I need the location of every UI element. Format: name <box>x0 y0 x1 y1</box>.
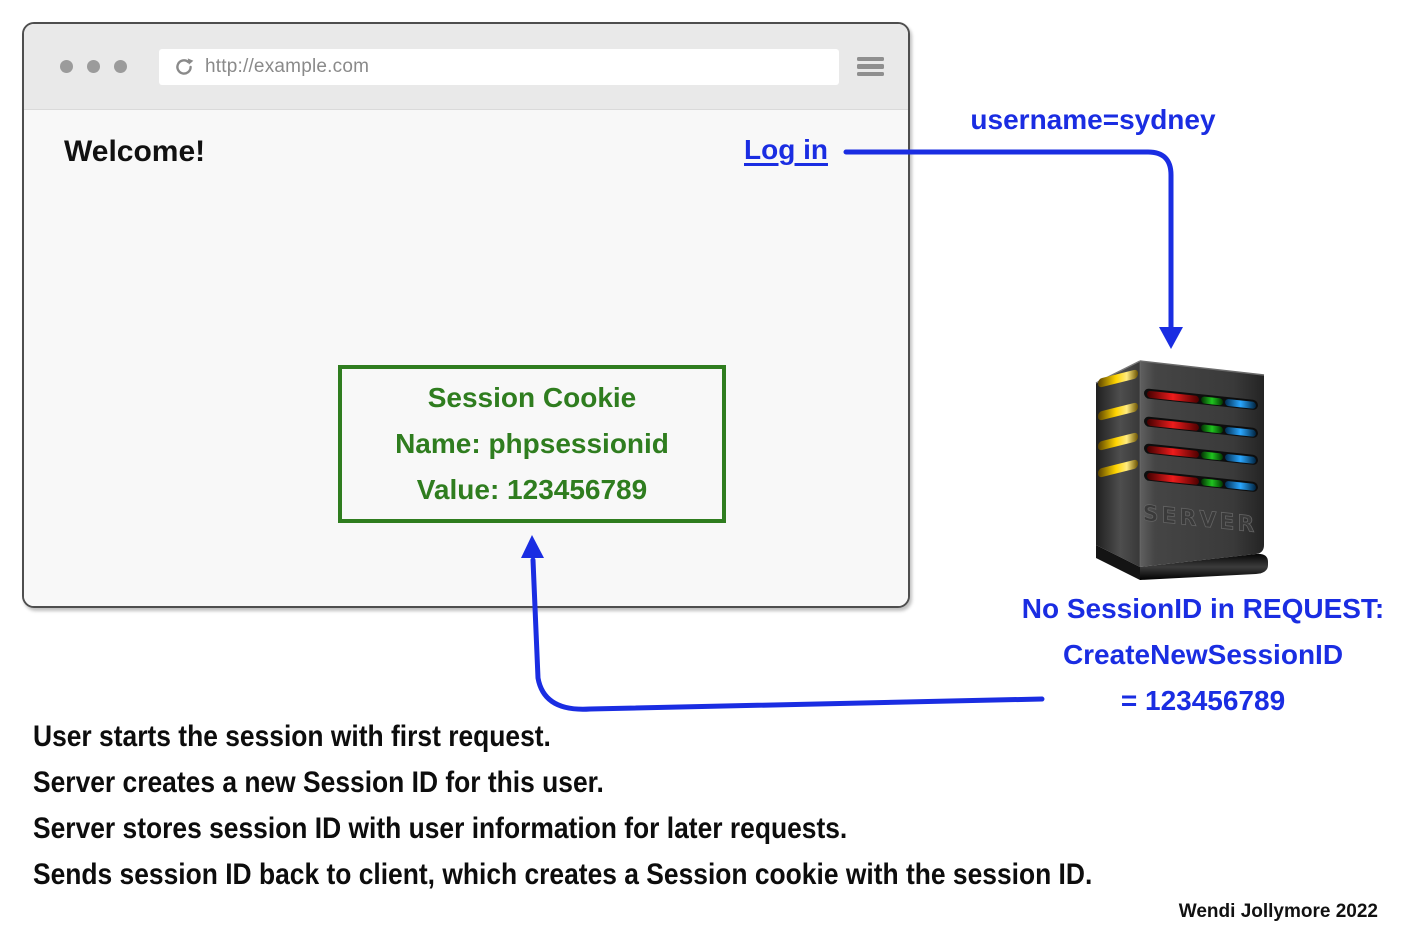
server-side-lights <box>1098 369 1138 478</box>
login-link[interactable]: Log in <box>744 134 828 165</box>
welcome-heading: Welcome! <box>64 135 206 168</box>
note-line: Server creates a new Session ID for this… <box>33 766 604 799</box>
browser-page: Welcome! Log in Session Cookie Name: php… <box>24 110 908 606</box>
notes-section: User starts the session with first reque… <box>33 714 1092 898</box>
response-line: CreateNewSessionID <box>1062 639 1344 670</box>
cookie-title: Session Cookie <box>427 382 637 413</box>
note-line: Sends session ID back to client, which c… <box>33 858 1093 891</box>
note-line: Server stores session ID with user infor… <box>33 812 848 845</box>
cookie-name: Name: phpsessionid <box>395 428 669 459</box>
url-text: http://example.com <box>205 55 370 77</box>
window-dot-icon <box>114 60 127 73</box>
cookie-value: Value: 123456789 <box>416 474 648 505</box>
response-line: No SessionID in REQUEST: <box>1021 593 1385 624</box>
session-cookie-box: Session Cookie Name: phpsessionid Value:… <box>338 365 726 523</box>
reload-icon[interactable] <box>173 56 195 78</box>
server-icon: SERVER <box>1095 360 1268 580</box>
browser-toolbar: http://example.com <box>24 24 908 110</box>
window-controls <box>60 60 127 73</box>
request-label: username=sydney <box>970 104 1216 135</box>
window-dot-icon <box>60 60 73 73</box>
window-dot-icon <box>87 60 100 73</box>
credit-text: Wendi Jollymore 2022 <box>1178 901 1378 922</box>
response-text: No SessionID in REQUEST: CreateNewSessio… <box>993 586 1413 724</box>
hamburger-menu-icon[interactable] <box>857 56 884 77</box>
response-line: = 123456789 <box>1120 685 1286 716</box>
url-bar[interactable]: http://example.com <box>159 48 839 85</box>
browser-window: http://example.com Welcome! Log in Sessi… <box>22 22 910 608</box>
note-line: User starts the session with first reque… <box>33 720 551 753</box>
